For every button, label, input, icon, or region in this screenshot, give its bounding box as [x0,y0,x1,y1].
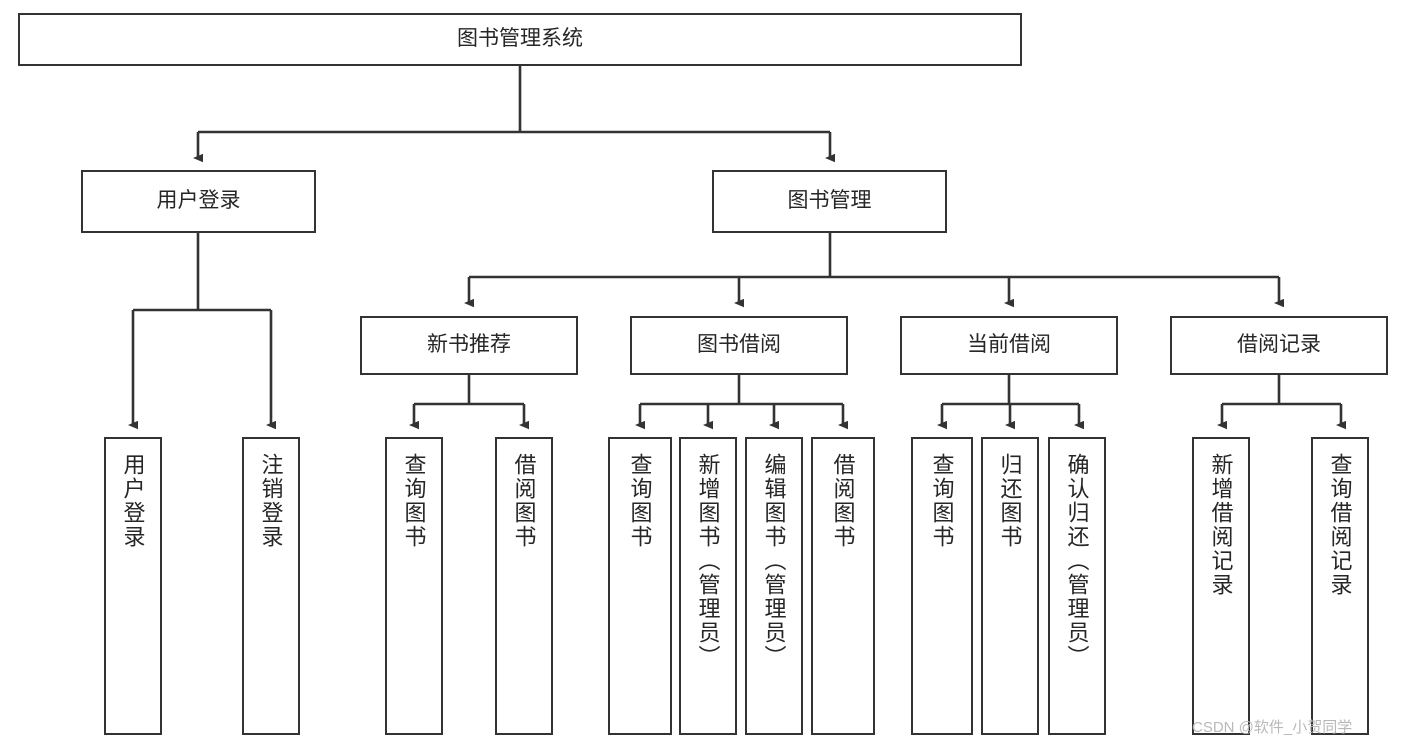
node-label: 查询借阅记录 [1327,453,1353,597]
node-leaf-return-book[interactable]: 归还图书 [981,437,1039,735]
node-label: 当前借阅 [967,333,1051,357]
node-leaf-borrow-book[interactable]: 借阅图书 [811,437,875,735]
node-book-management[interactable]: 图书管理 [712,170,947,233]
node-user-login[interactable]: 用户登录 [81,170,316,233]
node-label: 借阅图书 [830,453,856,549]
node-leaf-add-book-admin[interactable]: 新增图书（管理员） [679,437,737,735]
node-leaf-logout[interactable]: 注销登录 [242,437,300,735]
node-new-book-recommend[interactable]: 新书推荐 [360,316,578,375]
node-leaf-confirm-return-admin[interactable]: 确认归还（管理员） [1048,437,1106,735]
node-label: 图书借阅 [697,333,781,357]
node-label: 图书管理 [787,189,872,213]
node-label: 确认归还（管理员） [1064,453,1090,669]
node-leaf-borrow-book-recommend[interactable]: 借阅图书 [495,437,553,735]
node-label: 查询图书 [929,453,955,549]
node-label: 新增图书（管理员） [695,453,721,669]
node-label: 归还图书 [997,453,1023,549]
node-label: 查询图书 [627,453,653,549]
node-label: 图书管理系统 [457,27,583,51]
node-label: 新书推荐 [427,333,511,357]
node-leaf-query-borrow-record[interactable]: 查询借阅记录 [1311,437,1369,735]
node-label: 用户登录 [156,189,241,213]
node-leaf-user-login[interactable]: 用户登录 [104,437,162,735]
node-label: 借阅记录 [1237,333,1321,357]
node-label: 编辑图书（管理员） [761,453,787,669]
node-label: 借阅图书 [511,453,537,549]
node-label: 注销登录 [258,453,284,549]
node-borrow-record[interactable]: 借阅记录 [1170,316,1388,375]
node-book-borrow[interactable]: 图书借阅 [630,316,848,375]
node-label: 新增借阅记录 [1208,453,1234,597]
node-label: 查询图书 [401,453,427,549]
csdn-watermark: CSDN @软件_小贺同学 [1192,719,1353,736]
node-leaf-add-borrow-record[interactable]: 新增借阅记录 [1192,437,1250,735]
node-leaf-query-book-current[interactable]: 查询图书 [911,437,973,735]
node-root-book-management-system[interactable]: 图书管理系统 [18,13,1022,66]
node-leaf-edit-book-admin[interactable]: 编辑图书（管理员） [745,437,803,735]
node-leaf-query-book-recommend[interactable]: 查询图书 [385,437,443,735]
node-leaf-query-book-borrow[interactable]: 查询图书 [608,437,672,735]
node-label: 用户登录 [120,453,146,549]
node-current-borrow[interactable]: 当前借阅 [900,316,1118,375]
